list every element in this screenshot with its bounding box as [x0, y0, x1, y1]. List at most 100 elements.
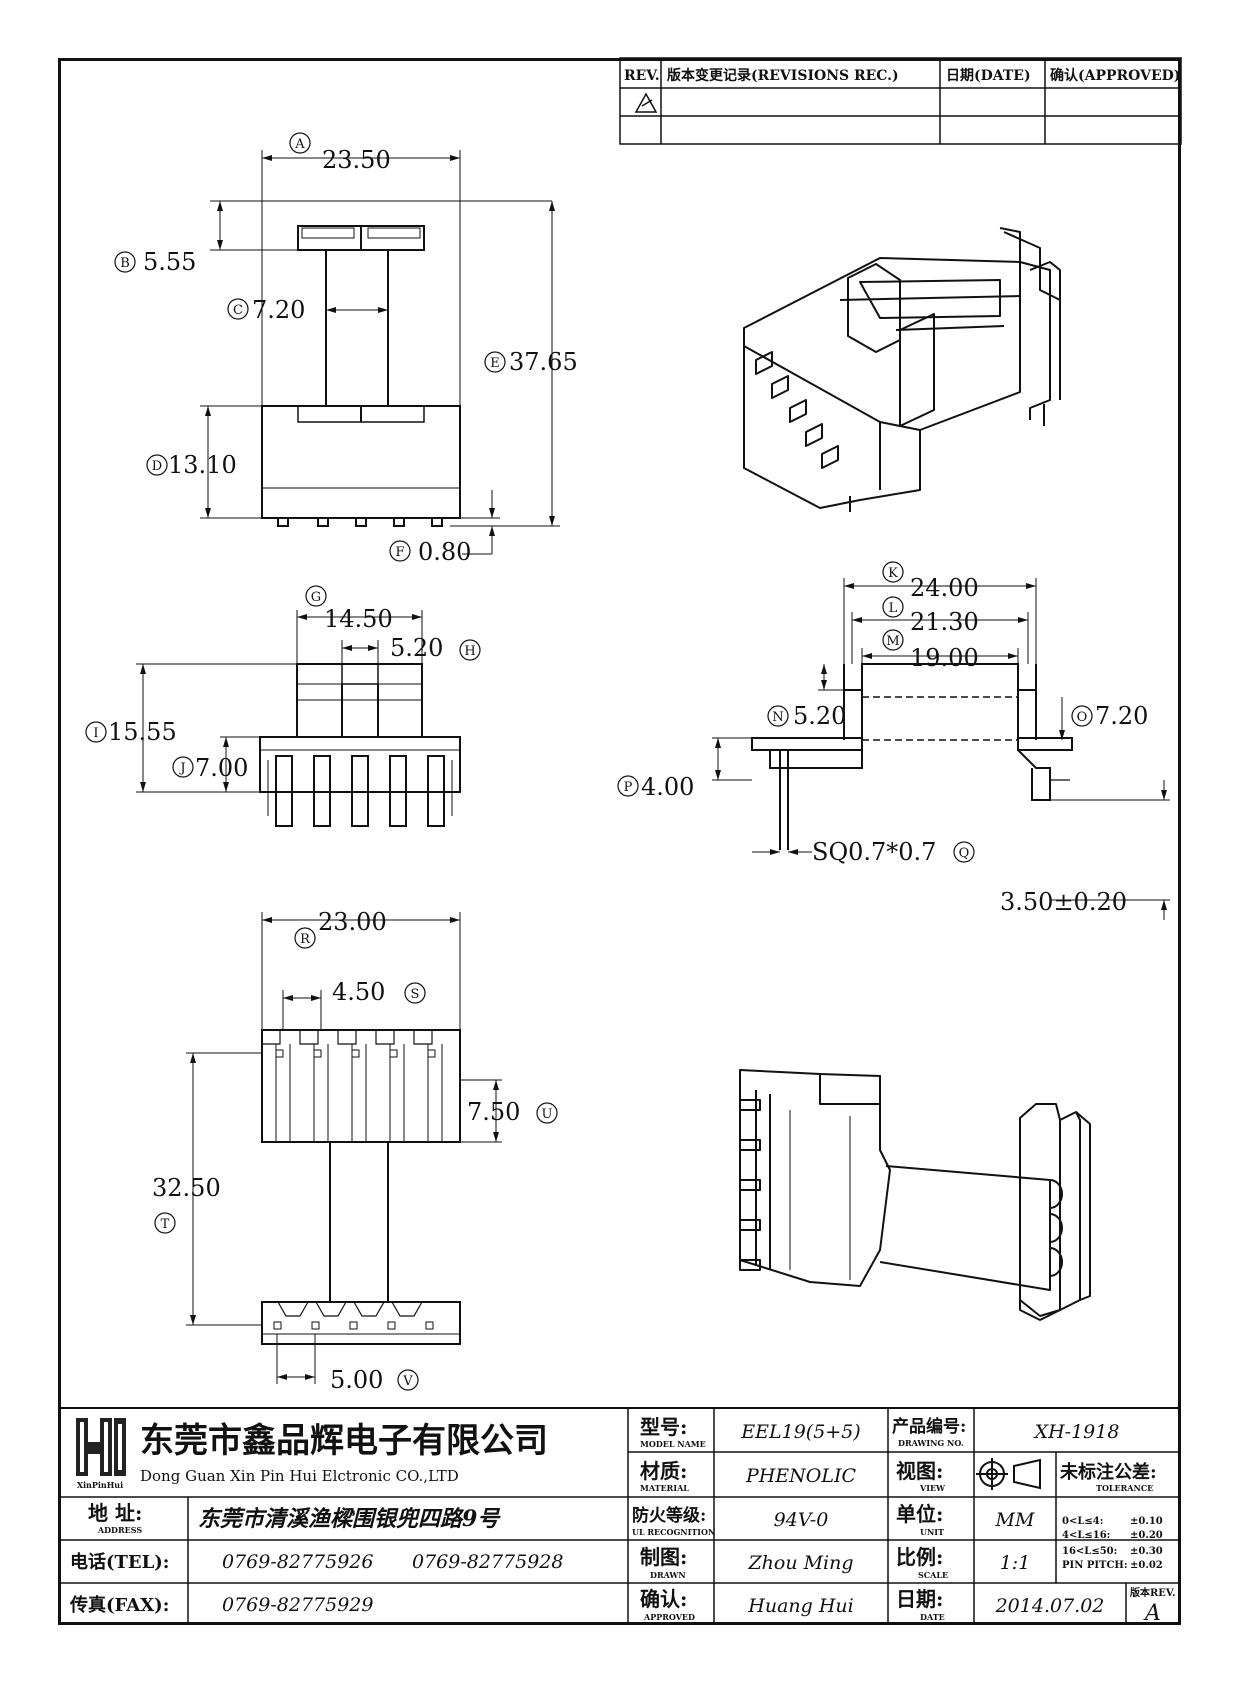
- approved-header: 确认(APPROVED): [1050, 67, 1180, 84]
- svg-text:U: U: [542, 1107, 553, 1122]
- svg-text:S: S: [411, 987, 420, 1002]
- tolerance-range: PIN PITCH:: [1062, 1560, 1128, 1571]
- tolerance-value: ±0.30: [1130, 1546, 1163, 1557]
- svg-text:E: E: [490, 356, 500, 371]
- tolerance-table: 0<L≤4: ±0.10 4<L≤16: ±0.20 16<L≤50: ±0.3…: [1062, 1516, 1163, 1571]
- unit-label: 单位:: [896, 1502, 943, 1526]
- drawing-no-label-en: DRAWING NO.: [898, 1438, 964, 1448]
- rev-header: REV.: [624, 68, 660, 84]
- svg-text:H: H: [464, 644, 475, 659]
- svg-text:5.20: 5.20: [793, 702, 846, 730]
- svg-text:SQ0.7*0.7: SQ0.7*0.7: [812, 838, 936, 866]
- tolerance-range: 4<L≤16:: [1062, 1530, 1110, 1541]
- dim-A: A 23.50: [289, 132, 391, 174]
- svg-text:7.50: 7.50: [467, 1098, 520, 1126]
- svg-text:15.55: 15.55: [108, 718, 177, 746]
- drawn-value: Zhou Ming: [747, 1552, 853, 1574]
- material-label-en: MATERIAL: [640, 1483, 689, 1493]
- dim-P: P 4.00: [617, 773, 694, 801]
- svg-text:19.00: 19.00: [910, 644, 979, 672]
- svg-text:Q: Q: [959, 846, 970, 861]
- svg-text:24.00: 24.00: [910, 574, 979, 602]
- tolerance-label: 未标注公差:: [1060, 1461, 1157, 1483]
- svg-text:7.20: 7.20: [252, 296, 305, 324]
- date-label: 日期:: [896, 1587, 943, 1611]
- scale-value: 1:1: [1000, 1552, 1031, 1574]
- dim-C: C 7.20: [227, 296, 305, 324]
- tel-label: 电话(TEL):: [70, 1551, 169, 1573]
- drawn-label: 制图:: [640, 1545, 687, 1569]
- title-block-grid: [58, 1407, 1181, 1625]
- svg-text:I: I: [93, 726, 98, 741]
- revision-table: [619, 57, 1182, 145]
- projection-symbol-icon: [976, 1458, 1041, 1490]
- tel-1: 0769-82775926: [222, 1551, 373, 1573]
- dim-T: 32.50 T: [152, 1174, 221, 1234]
- svg-text:4.00: 4.00: [641, 773, 694, 801]
- company-name-cn: 东莞市鑫品辉电子有限公司: [140, 1421, 548, 1461]
- fax-label: 传真(FAX):: [69, 1594, 169, 1616]
- ul-value: 94V-0: [774, 1509, 829, 1531]
- dim-H: 5.20 H: [390, 634, 481, 662]
- unit-value: MM: [995, 1509, 1035, 1531]
- dim-I: I 15.55: [85, 718, 177, 746]
- svg-text:5.20: 5.20: [390, 634, 443, 662]
- svg-text:B: B: [120, 256, 130, 271]
- top-view: [261, 225, 461, 527]
- rev-value: A: [1143, 1601, 1161, 1626]
- dim-pin-length: 3.50±0.20: [1000, 888, 1127, 916]
- model-label-en: MODEL NAME: [640, 1439, 706, 1449]
- material-label: 材质:: [640, 1459, 687, 1483]
- svg-text:23.00: 23.00: [318, 908, 387, 936]
- tel-2: 0769-82775928: [412, 1551, 563, 1573]
- address-value: 东莞市清溪渔樑围银兜四路9号: [198, 1506, 501, 1532]
- tolerance-range: 16<L≤50:: [1062, 1546, 1117, 1557]
- dim-E: E 37.65: [484, 348, 578, 376]
- dim-D: D 13.10: [146, 451, 237, 479]
- svg-text:D: D: [152, 459, 162, 474]
- dim-G: G 14.50: [305, 585, 393, 633]
- bottom-view: [261, 1029, 461, 1345]
- view-label-en: VIEW: [919, 1483, 946, 1493]
- dim-R: 23.00 R: [294, 908, 387, 949]
- front-view-right: [751, 663, 1073, 850]
- ul-label: 防火等级:: [632, 1505, 706, 1526]
- svg-text:O: O: [1077, 710, 1088, 725]
- svg-text:M: M: [886, 634, 899, 649]
- dim-V: 5.00 V: [330, 1366, 419, 1394]
- svg-text:13.10: 13.10: [168, 451, 237, 479]
- svg-text:C: C: [233, 303, 243, 318]
- dim-O: O 7.20: [1071, 702, 1148, 730]
- svg-text:G: G: [311, 590, 321, 605]
- date-label-en: DATE: [920, 1612, 945, 1622]
- approved-value: Huang Hui: [747, 1595, 853, 1617]
- drawing-no-value: XH-1918: [1033, 1421, 1120, 1443]
- approved-label-en: APPROVED: [643, 1612, 695, 1622]
- model-value: EEL19(5+5): [740, 1421, 860, 1443]
- address-label: 地 址:: [88, 1501, 142, 1525]
- date-value: 2014.07.02: [995, 1595, 1105, 1617]
- company-logo: XinPinHui: [70, 1416, 130, 1490]
- svg-text:21.30: 21.30: [910, 608, 979, 636]
- tolerance-label-en: TOLERANCE: [1096, 1483, 1153, 1493]
- company-name-en: Dong Guan Xin Pin Hui Elctronic CO.,LTD: [140, 1467, 459, 1485]
- tolerance-value: ±0.10: [1130, 1516, 1163, 1527]
- scale-label: 比例:: [896, 1545, 943, 1569]
- revisions-header: 版本变更记录(REVISIONS REC.): [667, 67, 899, 84]
- dim-K: K 24.00: [882, 561, 979, 602]
- svg-text:V: V: [402, 1374, 413, 1389]
- dim-L: L 21.30: [882, 596, 979, 636]
- svg-text:3.50±0.20: 3.50±0.20: [1000, 888, 1127, 916]
- material-value: PHENOLIC: [745, 1465, 857, 1487]
- tolerance-range: 0<L≤4:: [1062, 1516, 1103, 1527]
- svg-text:32.50: 32.50: [152, 1174, 221, 1202]
- svg-text:0.80: 0.80: [418, 538, 471, 566]
- view-label: 视图:: [896, 1459, 943, 1483]
- ul-label-en: UL RECOGNITION: [632, 1527, 715, 1537]
- svg-text:T: T: [161, 1217, 170, 1232]
- svg-text:7.00: 7.00: [195, 754, 248, 782]
- svg-text:37.65: 37.65: [509, 348, 578, 376]
- svg-text:14.50: 14.50: [324, 605, 393, 633]
- svg-text:J: J: [178, 761, 185, 776]
